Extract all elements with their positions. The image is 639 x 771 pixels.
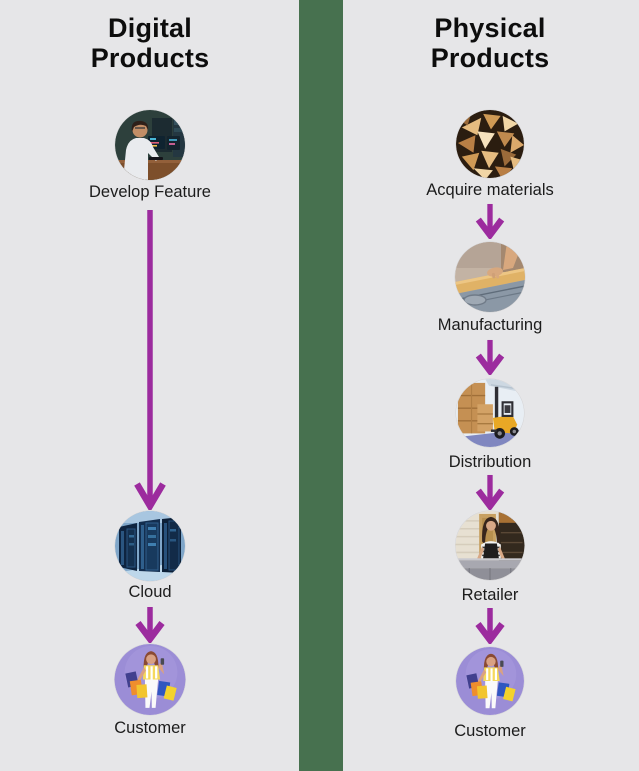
arrow-retailer-to-customer-icon bbox=[473, 607, 507, 644]
step-label-distribution: Distribution bbox=[448, 453, 532, 471]
customer-image-digital bbox=[114, 644, 186, 715]
developer-at-computer-image bbox=[115, 110, 185, 180]
cloud-servers-image bbox=[115, 511, 185, 581]
shopper-icon bbox=[456, 647, 524, 715]
step-label-retailer: Retailer bbox=[461, 586, 519, 604]
manufacturing-image bbox=[455, 242, 525, 312]
arrow-manufacturing-to-distribution-icon bbox=[473, 339, 507, 375]
step-label-develop-feature: Develop Feature bbox=[89, 183, 211, 201]
physical-products-heading: Physical Products bbox=[430, 13, 550, 74]
column-divider bbox=[299, 0, 343, 771]
shopkeeper-icon bbox=[455, 511, 525, 580]
digital-products-heading: Digital Products bbox=[90, 13, 210, 74]
step-label-cloud: Cloud bbox=[128, 583, 172, 601]
firewood-stack-icon bbox=[456, 110, 524, 178]
step-label-customer-physical: Customer bbox=[454, 722, 526, 740]
arrow-acquire-to-manufacturing-icon bbox=[473, 203, 507, 239]
distribution-image bbox=[456, 379, 524, 447]
shopper-icon bbox=[114, 644, 186, 715]
arrow-distribution-to-retailer-icon bbox=[473, 474, 507, 510]
step-label-manufacturing: Manufacturing bbox=[437, 316, 543, 334]
developer-icon bbox=[115, 110, 185, 180]
retailer-image bbox=[455, 511, 525, 580]
step-label-acquire-materials: Acquire materials bbox=[426, 181, 554, 199]
arrow-develop-to-cloud-icon bbox=[133, 208, 167, 510]
forklift-icon bbox=[456, 379, 524, 447]
server-racks-icon bbox=[115, 511, 185, 581]
customer-image-physical bbox=[456, 647, 524, 715]
woodworking-icon bbox=[455, 242, 525, 312]
step-label-customer-digital: Customer bbox=[114, 719, 186, 737]
acquire-materials-image bbox=[456, 110, 524, 178]
arrow-cloud-to-customer-icon bbox=[133, 606, 167, 643]
